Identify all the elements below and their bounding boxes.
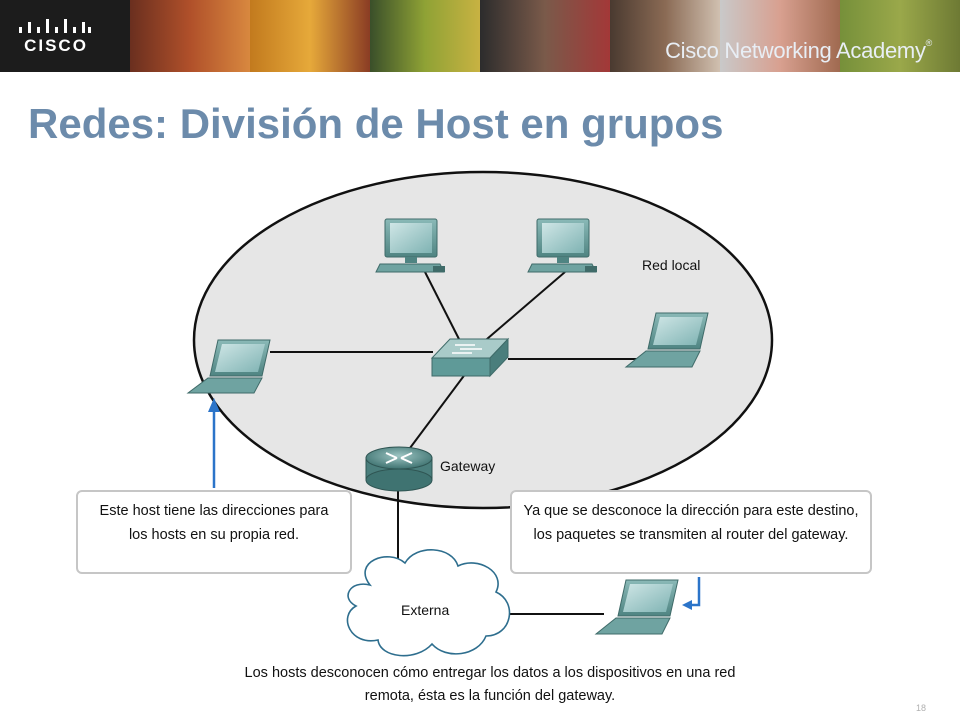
laptop-icon bbox=[624, 312, 709, 368]
academy-brand: Cisco Networking Academy® bbox=[665, 38, 932, 64]
callout-gateway-forwarding: Ya que se desconoce la dirección para es… bbox=[510, 490, 872, 574]
arrow-up-icon bbox=[208, 398, 220, 488]
link-line bbox=[479, 271, 566, 346]
router-icon bbox=[365, 446, 433, 492]
page-number: 18 bbox=[916, 703, 927, 713]
gateway-label: Gateway bbox=[440, 458, 496, 474]
cisco-bars-icon bbox=[19, 19, 91, 33]
callout-line: los paquetes se transmiten al router del… bbox=[533, 527, 849, 543]
callout-line: los hosts en su propia red. bbox=[128, 527, 300, 543]
cisco-logo: CISCO bbox=[16, 14, 96, 58]
banner-photo bbox=[250, 0, 370, 72]
laptop-icon bbox=[186, 339, 271, 394]
callout-line: Este host tiene las direcciones para bbox=[99, 503, 329, 519]
banner-photo bbox=[610, 0, 720, 72]
brand-mark: ® bbox=[925, 38, 933, 48]
switch-icon bbox=[430, 337, 510, 378]
banner-photo bbox=[720, 0, 840, 72]
header-banner: CISCO Cisco Networking Academy® bbox=[0, 0, 960, 72]
callout-line: Ya que se desconoce la dirección para es… bbox=[523, 503, 859, 519]
page-title: Redes: División de Host en grupos bbox=[28, 100, 724, 147]
brand-secondary: Networking Academy bbox=[724, 38, 926, 63]
link-line bbox=[424, 271, 463, 346]
brand-primary: Cisco bbox=[665, 38, 725, 63]
caption-line: remota, ésta es la función del gateway. bbox=[364, 688, 616, 704]
local-network-label: Red local bbox=[642, 257, 701, 273]
arrow-left-icon bbox=[682, 577, 701, 610]
laptop-icon bbox=[594, 579, 679, 635]
banner-photo bbox=[840, 0, 960, 72]
desktop-computer-icon bbox=[527, 218, 597, 273]
cisco-wordmark: CISCO bbox=[24, 36, 88, 55]
external-network-label: Externa bbox=[401, 602, 450, 618]
banner-photo bbox=[130, 0, 250, 72]
banner-photo bbox=[480, 0, 610, 72]
banner-photo bbox=[370, 0, 480, 72]
external-cloud-icon bbox=[346, 549, 511, 657]
callout-local-host: Este host tiene las direcciones para los… bbox=[76, 490, 352, 574]
diagram-caption: Los hosts desconocen cómo entregar los d… bbox=[230, 662, 750, 708]
link-line bbox=[409, 372, 467, 449]
caption-line: Los hosts desconocen cómo entregar los d… bbox=[244, 665, 736, 681]
desktop-computer-icon bbox=[375, 218, 445, 273]
